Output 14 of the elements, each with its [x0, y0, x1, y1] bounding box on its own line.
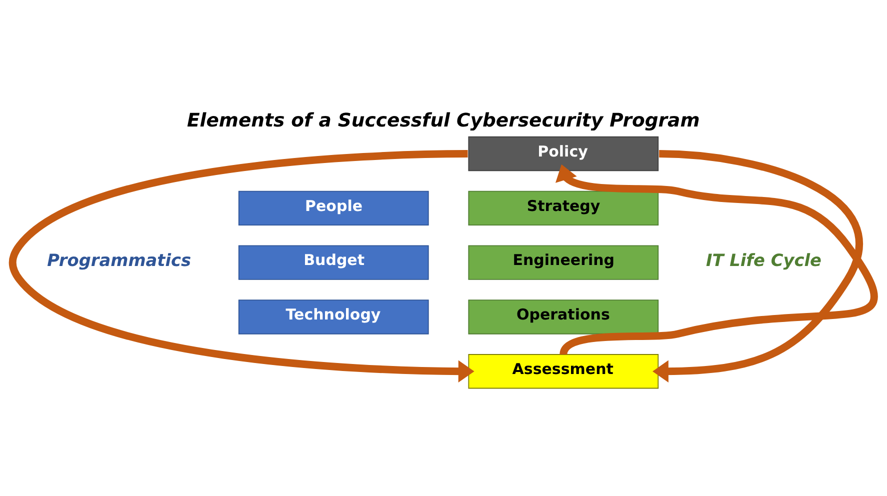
- node-box: Budget: [238, 244, 429, 280]
- node-box: Engineering: [468, 244, 659, 280]
- node-box: Technology: [238, 299, 429, 334]
- node-box: Operations: [468, 299, 659, 334]
- arrow: [555, 164, 878, 356]
- arrow: [652, 150, 863, 382]
- label: IT Life Cycle: [706, 249, 822, 270]
- node-box: Policy: [468, 136, 659, 171]
- node-box: Assessment: [468, 354, 659, 388]
- node-box: Strategy: [468, 190, 659, 226]
- node-box: People: [238, 190, 429, 226]
- diagram-title: Elements of a Successful Cybersecurity Program: [186, 110, 700, 132]
- label: Programmatics: [47, 249, 192, 270]
- arrow: [9, 150, 474, 382]
